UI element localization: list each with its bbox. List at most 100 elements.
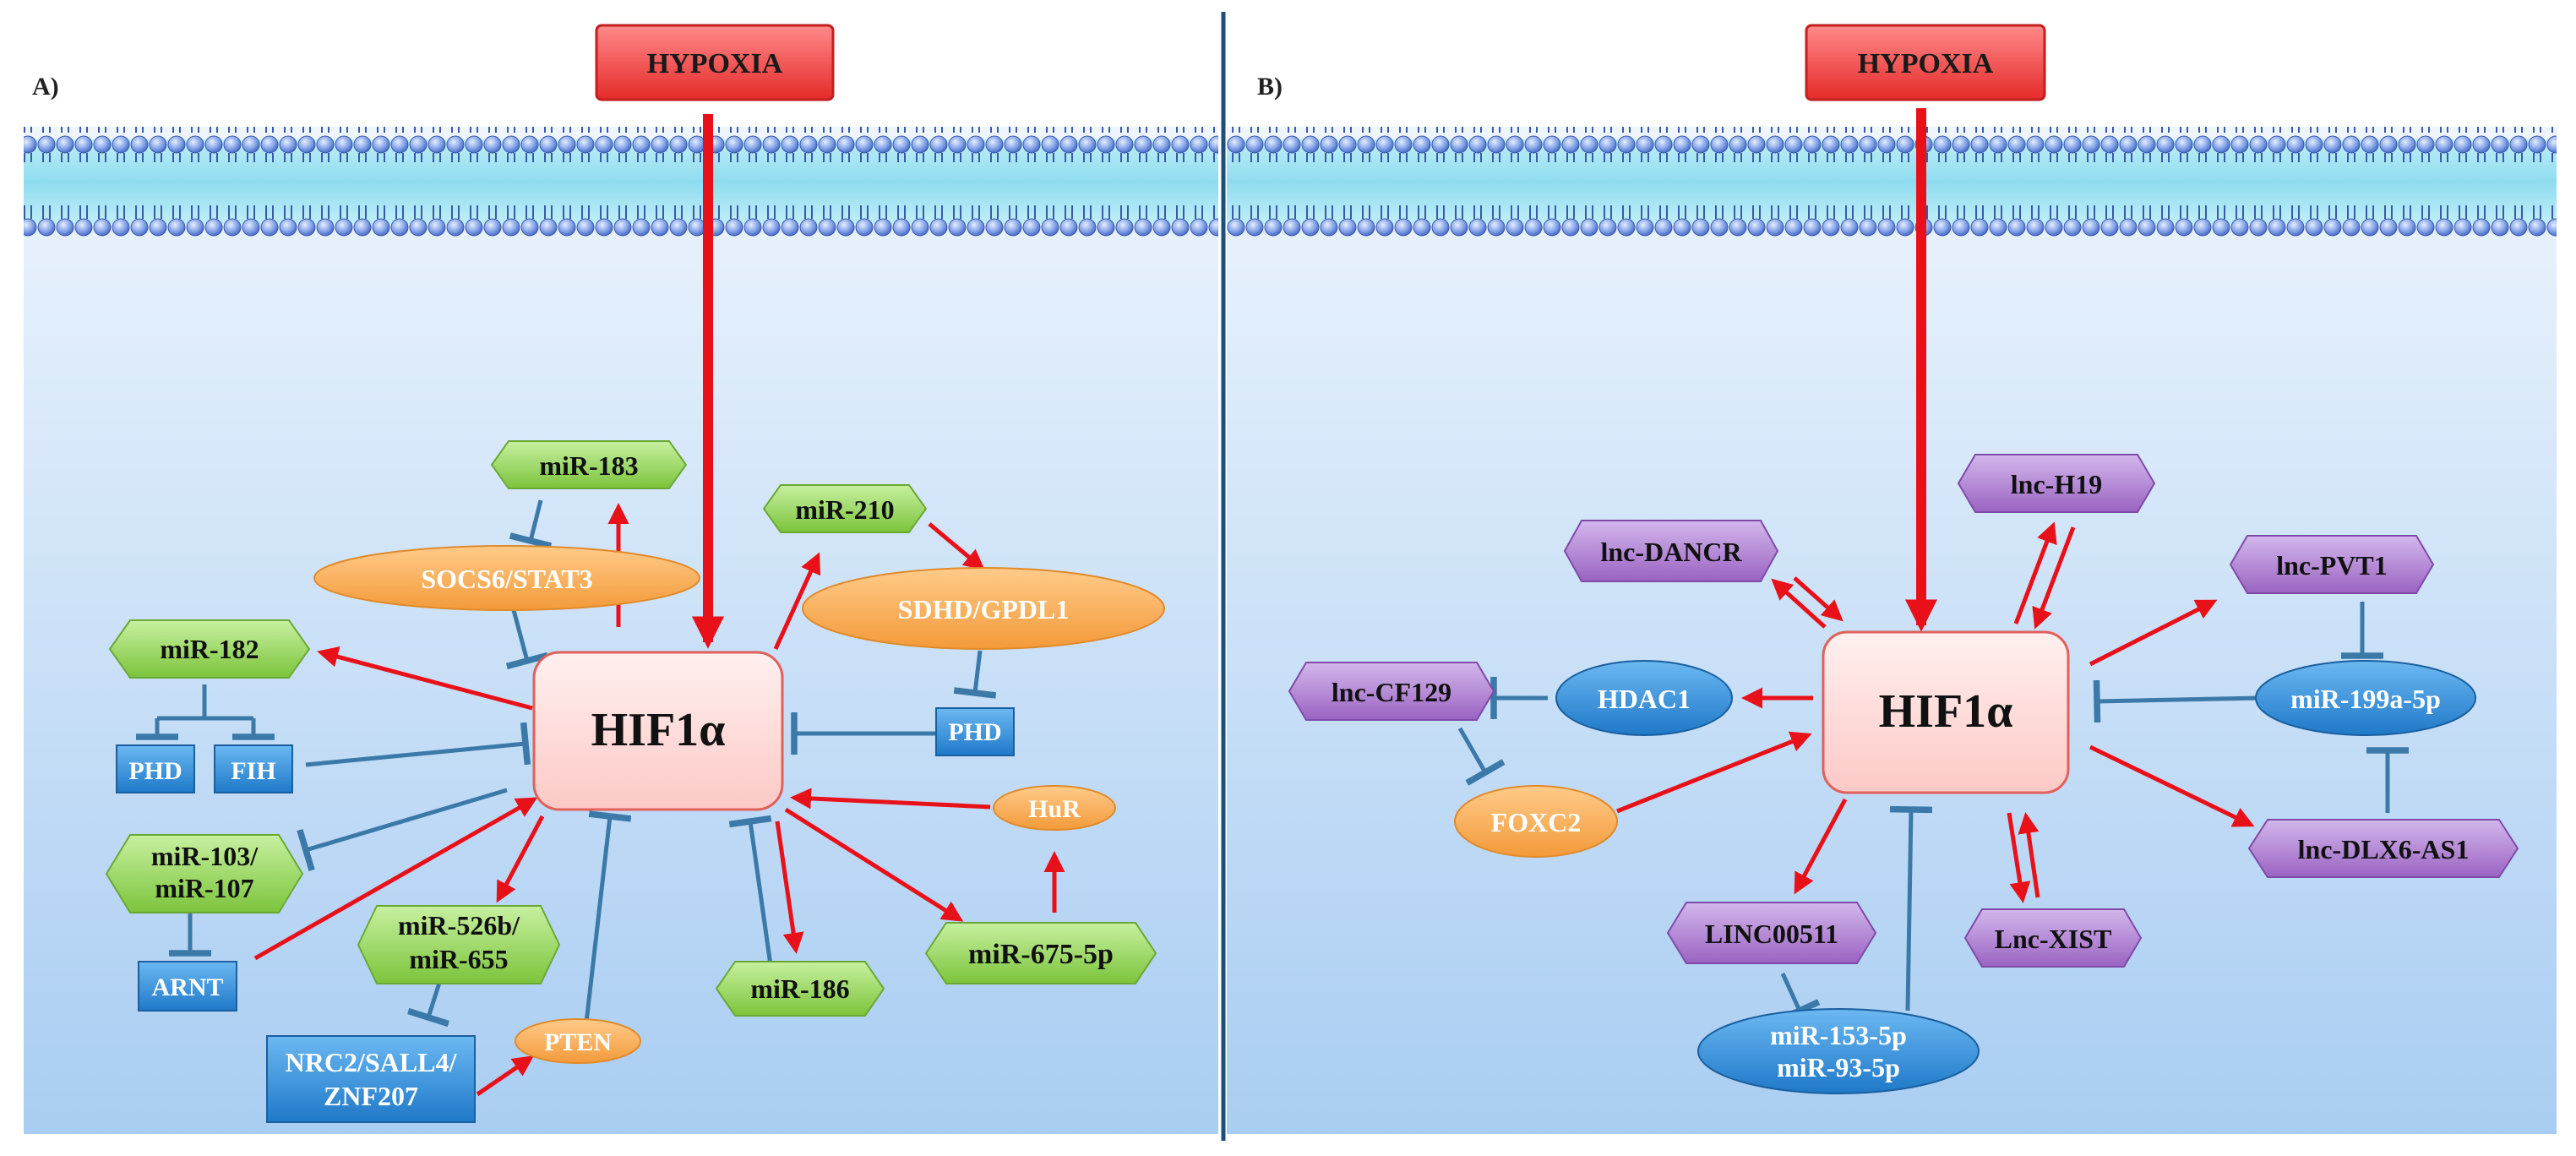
node-a-hur: HuR [993,785,1116,831]
node-a-mir183: miR-183 [490,440,688,489]
node-a-fih: FIH [214,744,293,793]
svg-text:ZNF207: ZNF207 [324,1081,418,1111]
svg-text:miR-526b/: miR-526b/ [398,910,520,941]
node-a-nrc2: NRC2/SALL4/ ZNF207 [266,1035,476,1123]
svg-text:lnc-DANCR: lnc-DANCR [1600,537,1742,567]
edge-b-h19-hif [2032,526,2076,630]
edge-a-hur-hif [790,788,991,810]
edge-b-mir199-hif [2093,679,2260,723]
node-b-lncxist: Lnc-XIST [1963,908,2143,968]
svg-text:lnc-CF129: lnc-CF129 [1332,677,1451,707]
svg-text:FOXC2: FOXC2 [1491,807,1582,837]
panel-b-cytoplasm [1227,127,2557,1134]
panel-b-membrane [1227,127,2557,238]
edge-a-hif-mir526 [496,815,545,903]
svg-text:SOCS6/STAT3: SOCS6/STAT3 [421,564,592,594]
node-b-lncdancr: lnc-DANCR [1563,520,1779,582]
svg-text:FIH: FIH [231,757,275,785]
panel-b-hif-label: HIF1α [1879,685,2013,738]
edge-a-socs6-hif [505,609,549,670]
edge-b-hif-dancr [1771,578,1827,629]
panel-b-label: B) [1257,73,1283,101]
edge-b-cf129-foxc2 [1457,727,1506,786]
svg-text:NRC2/SALL4/: NRC2/SALL4/ [286,1047,458,1077]
edge-a-mir210-sdhd [928,522,985,571]
svg-text:miR-153-5p: miR-153-5p [1770,1020,1907,1050]
node-a-arnt: ARNT [138,961,237,1012]
node-b-mir153: miR-153-5p miR-93-5p [1697,1008,1980,1094]
edge-a-hif-mir210 [773,552,821,651]
panel-a-hypoxia-label: HYPOXIA [647,48,783,79]
panel-a-hif-hub: HIF1α [532,651,784,811]
edge-a-nrc2-pten [476,1055,535,1097]
node-b-linc00511: LINC00511 [1666,902,1877,964]
node-b-lncpvt1: lnc-PVT1 [2229,535,2435,594]
svg-text:PTEN: PTEN [544,1028,612,1056]
edge-a-sdhd-phd [953,650,997,699]
node-a-sdhd: SDHD/GPDL1 [802,567,1165,650]
node-b-lnch19: lnc-H19 [1957,454,2156,513]
node-b-lncdlx6: lnc-DLX6-AS1 [2247,819,2519,878]
svg-text:miR-186: miR-186 [750,973,849,1004]
edge-a-arnt-hif [253,797,538,961]
edge-b-foxc2-hif [1616,731,1812,814]
svg-text:miR-210: miR-210 [795,494,894,525]
svg-text:miR-93-5p: miR-93-5p [1777,1052,1900,1082]
node-a-mir186: miR-186 [715,961,885,1017]
panel-a-hypoxia-box: HYPOXIA [595,24,835,101]
edge-b-dancr-hif [1793,576,1844,622]
node-a-mir675: miR-675-5p [924,922,1157,984]
node-b-hdac1: HDAC1 [1555,660,1733,736]
edge-b-hif-linc00511 [1794,798,1848,895]
svg-text:lnc-DLX6-AS1: lnc-DLX6-AS1 [2298,834,2470,864]
svg-text:lnc-PVT1: lnc-PVT1 [2276,550,2388,581]
svg-text:miR-655: miR-655 [409,944,508,974]
edge-b-hif-dlx6 [2089,744,2255,827]
svg-text:HuR: HuR [1028,795,1081,823]
panel-b-hypoxia-label: HYPOXIA [1858,48,1994,79]
node-a-phd1: PHD [116,744,195,793]
svg-text:miR-199a-5p: miR-199a-5p [2290,684,2441,714]
svg-text:PHD: PHD [128,757,182,785]
panel-b-hypoxia-box: HYPOXIA [1805,24,2046,101]
svg-text:miR-183: miR-183 [539,450,638,481]
node-a-mir103: miR-103/ miR-107 [105,834,304,913]
node-a-mir182: miR-182 [108,619,311,679]
edge-a-fih-hif [305,722,531,767]
edge-b-xist-hif [2018,812,2040,898]
node-a-pten: PTEN [515,1018,641,1064]
edge-a-hif-mir675 [784,807,964,922]
svg-text:miR-107: miR-107 [155,873,253,903]
edge-a-mir186-hif [728,815,773,966]
node-a-socs6: SOCS6/STAT3 [313,545,700,611]
svg-text:LINC00511: LINC00511 [1705,919,1838,949]
svg-text:lnc-H19: lnc-H19 [2011,469,2102,499]
node-b-lnccf129: lnc-CF129 [1288,662,1495,721]
edge-b-hif-h19 [2013,521,2057,624]
edge-a-hif-mir103 [297,788,508,872]
node-b-mir199: miR-199a-5p [2255,660,2476,736]
panel-a-membrane [24,127,1218,238]
edge-a-mir183-socs6 [509,499,553,549]
edge-a-hif-mir186 [775,821,804,954]
edge-a-pten-hif [584,810,632,1023]
edge-a-hif-mir182 [317,646,533,711]
svg-text:Lnc-XIST: Lnc-XIST [1995,924,2112,954]
svg-text:ARNT: ARNT [151,973,223,1001]
edge-b-mir153-hif [1889,805,1933,1012]
svg-text:PHD: PHD [948,718,1001,746]
node-a-mir210: miR-210 [762,484,928,533]
edge-b-hif-pvt1 [2089,599,2218,667]
edge-b-hif-xist [2007,812,2031,903]
svg-text:HDAC1: HDAC1 [1598,684,1691,714]
edge-a-mir182-bracket [157,684,253,721]
svg-text:miR-103/: miR-103/ [151,841,259,871]
panel-a-hif-label: HIF1α [591,704,726,756]
edge-a-mir526-nrc2 [407,982,449,1028]
node-b-foxc2: FOXC2 [1454,785,1618,858]
node-a-mir526: miR-526b/ miR-655 [357,905,561,984]
svg-text:SDHD/GPDL1: SDHD/GPDL1 [898,594,1070,624]
panel-b-hif-hub: HIF1α [1822,630,2070,794]
